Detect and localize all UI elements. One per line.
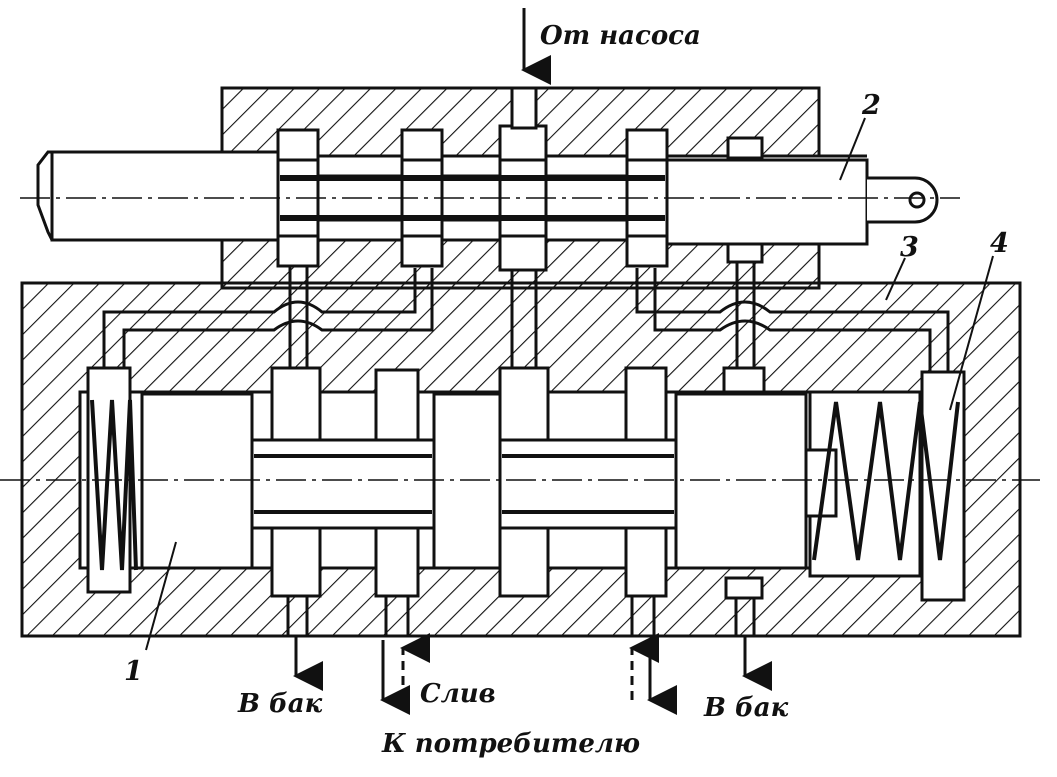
- label-to-tank-left: В бак: [237, 689, 323, 719]
- pilot-spool: [20, 150, 960, 246]
- label-to-consumer: К потребителю: [381, 729, 640, 759]
- label-to-tank-right: В бак: [703, 693, 789, 723]
- label-drain: Слив: [420, 679, 496, 709]
- main-spool: [0, 392, 1040, 570]
- leader-lines: [145, 117, 994, 651]
- label-from-pump: От насоса: [540, 21, 701, 51]
- right-spring: [812, 401, 960, 561]
- outlet-channels: [286, 596, 756, 636]
- label-part-2: 2: [861, 90, 881, 121]
- pilot-channels: [102, 262, 950, 372]
- left-spring: [90, 399, 138, 571]
- pump-inlet-channel: [510, 8, 551, 130]
- label-part-3: 3: [900, 232, 919, 263]
- label-part-4: 4: [990, 228, 1009, 259]
- flow-arrows: [293, 633, 772, 715]
- label-part-1: 1: [124, 656, 143, 687]
